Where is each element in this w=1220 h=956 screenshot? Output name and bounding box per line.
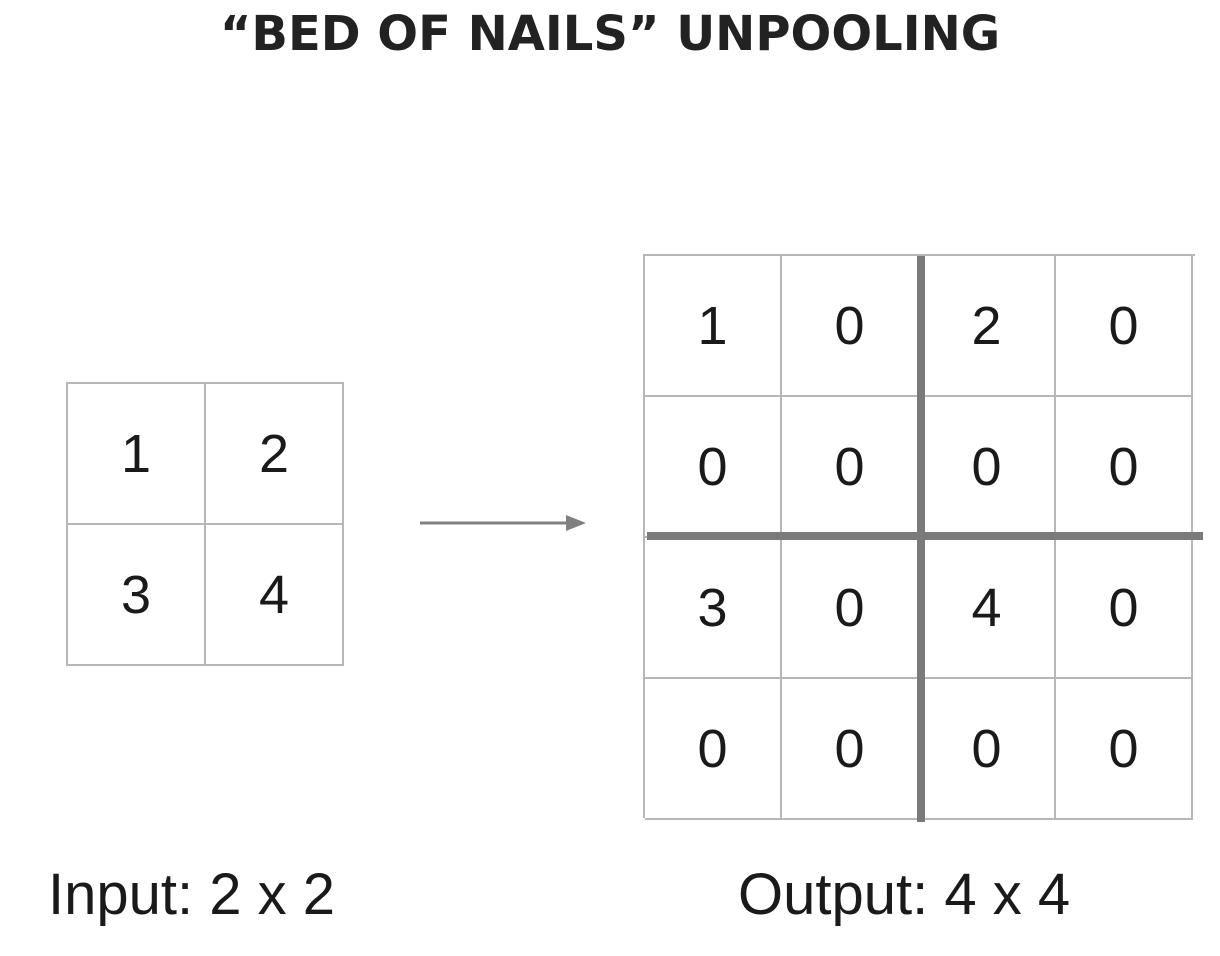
input-caption: Input: 2 x 2 [48, 862, 335, 927]
pool-region-divider-horizontal [647, 532, 1203, 540]
output-cell: 0 [919, 397, 1056, 538]
input-cell: 4 [206, 525, 344, 666]
right-arrow-icon [420, 515, 586, 531]
output-matrix: 1 0 2 0 0 0 0 0 3 0 4 0 0 0 0 0 [643, 254, 1195, 820]
input-cell: 1 [68, 384, 206, 525]
output-cell: 0 [1056, 679, 1193, 820]
output-cell: 1 [645, 256, 782, 397]
output-cell: 0 [782, 397, 919, 538]
output-cell: 0 [1056, 538, 1193, 679]
output-cell: 0 [782, 679, 919, 820]
output-cell: 0 [645, 397, 782, 538]
output-cell: 0 [1056, 256, 1193, 397]
output-cell: 0 [645, 679, 782, 820]
output-cell: 0 [1056, 397, 1193, 538]
output-cell: 4 [919, 538, 1056, 679]
input-cell: 2 [206, 384, 344, 525]
input-cell: 3 [68, 525, 206, 666]
output-cell: 3 [645, 538, 782, 679]
output-cell: 0 [782, 538, 919, 679]
diagram-title: “BED OF NAILS” UNPOOLING [219, 6, 1001, 62]
output-caption: Output: 4 x 4 [738, 862, 1071, 927]
output-cell: 0 [919, 679, 1056, 820]
output-cell: 2 [919, 256, 1056, 397]
output-cell: 0 [782, 256, 919, 397]
input-matrix: 1 2 3 4 [66, 382, 344, 666]
